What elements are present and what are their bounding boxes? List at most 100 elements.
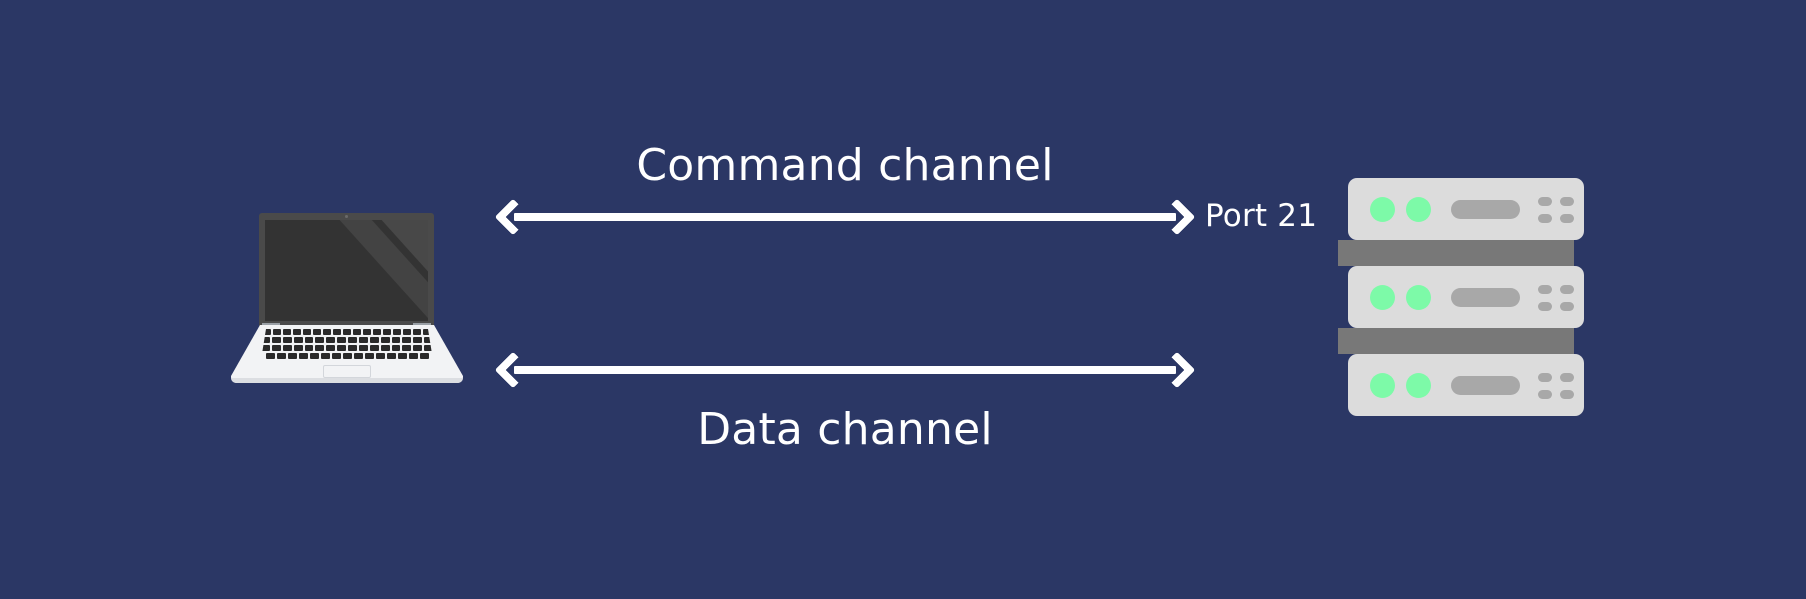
keyboard-key <box>397 353 407 359</box>
server-spacer <box>1338 240 1574 266</box>
server-unit <box>1348 266 1584 328</box>
keyboard-key <box>326 337 336 343</box>
keyboard-key <box>413 337 423 343</box>
keyboard-key <box>293 329 301 335</box>
keyboard-key <box>375 353 385 359</box>
keyboard-key <box>326 345 336 351</box>
keyboard-key <box>364 353 374 359</box>
command-channel-label: Command channel <box>636 140 1054 191</box>
status-led-icon <box>1370 373 1395 398</box>
keyboard-key <box>413 345 423 351</box>
server-unit <box>1348 354 1584 416</box>
keyboard-row <box>261 345 433 351</box>
data-channel-arrow <box>494 345 1196 393</box>
keyboard-key <box>403 329 411 335</box>
keyboard-key <box>303 329 311 335</box>
keyboard-key <box>391 345 401 351</box>
keyboard-key <box>424 337 433 343</box>
arrow-head-right-icon <box>1158 198 1196 236</box>
keyboard-key <box>348 337 357 343</box>
keyboard-key <box>293 345 303 351</box>
keyboard-row <box>261 337 433 343</box>
keyboard-key <box>337 345 346 351</box>
keyboard-key <box>304 337 314 343</box>
server-spacer <box>1338 328 1574 354</box>
status-led-icon <box>1370 285 1395 310</box>
keyboard-row <box>261 353 433 359</box>
keyboard-key <box>276 353 286 359</box>
server-rack-icon <box>1338 178 1584 418</box>
keyboard-key <box>408 353 418 359</box>
laptop-lid <box>259 213 434 326</box>
keyboard-key <box>402 337 412 343</box>
keyboard-key <box>353 329 361 335</box>
keyboard-key <box>283 329 291 335</box>
keyboard-key <box>313 329 321 335</box>
keyboard-key <box>423 329 431 335</box>
arrow-shaft <box>514 366 1176 374</box>
laptop-screen <box>265 220 428 321</box>
webcam-icon <box>345 215 348 218</box>
keyboard-key <box>304 345 314 351</box>
status-led-icon <box>1406 197 1431 222</box>
server-dot-grid-icon <box>1538 197 1574 223</box>
keyboard-key <box>380 337 390 343</box>
keyboard-key <box>320 353 330 359</box>
keyboard-key <box>358 345 368 351</box>
keyboard-key <box>293 337 303 343</box>
laptop-trackpad <box>323 365 371 378</box>
keyboard-key <box>419 353 429 359</box>
keyboard-key <box>282 345 292 351</box>
keyboard-key <box>342 353 352 359</box>
laptop-icon <box>231 213 463 383</box>
keyboard-row <box>261 329 433 335</box>
server-slot-bar <box>1451 288 1520 307</box>
keyboard-key <box>386 353 396 359</box>
keyboard-key <box>265 353 275 359</box>
keyboard-key <box>298 353 308 359</box>
status-led-icon <box>1370 197 1395 222</box>
keyboard-key <box>282 337 292 343</box>
server-dot-grid-icon <box>1538 373 1574 399</box>
keyboard-key <box>309 353 319 359</box>
keyboard-key <box>331 353 341 359</box>
keyboard-key <box>353 353 363 359</box>
data-channel-label: Data channel <box>697 404 993 455</box>
server-slot-bar <box>1451 200 1520 219</box>
keyboard-key <box>391 337 401 343</box>
server-dot-grid-icon <box>1538 285 1574 311</box>
keyboard-key <box>323 329 331 335</box>
laptop-base-edge <box>231 378 463 383</box>
arrow-head-right-icon <box>1158 351 1196 389</box>
keyboard-key <box>273 329 281 335</box>
keyboard-key <box>402 345 412 351</box>
status-led-icon <box>1406 373 1431 398</box>
keyboard-key <box>333 329 341 335</box>
keyboard-key <box>383 329 391 335</box>
status-led-icon <box>1406 285 1431 310</box>
command-channel-arrow <box>494 192 1196 240</box>
keyboard-key <box>261 345 270 351</box>
keyboard-key <box>271 337 281 343</box>
keyboard-key <box>263 329 271 335</box>
port-label: Port 21 <box>1205 198 1318 234</box>
keyboard-key <box>271 345 281 351</box>
keyboard-key <box>369 337 379 343</box>
keyboard-key <box>315 345 325 351</box>
keyboard-key <box>315 337 325 343</box>
keyboard-key <box>348 345 357 351</box>
keyboard-key <box>358 337 368 343</box>
keyboard-key <box>424 345 433 351</box>
keyboard-key <box>337 337 346 343</box>
keyboard-key <box>369 345 379 351</box>
server-slot-bar <box>1451 376 1520 395</box>
keyboard-key <box>373 329 381 335</box>
keyboard-key <box>380 345 390 351</box>
keyboard-key <box>287 353 297 359</box>
arrow-shaft <box>514 213 1176 221</box>
server-unit <box>1348 178 1584 240</box>
keyboard-key <box>413 329 421 335</box>
laptop-keyboard <box>261 328 433 360</box>
keyboard-key <box>393 329 401 335</box>
